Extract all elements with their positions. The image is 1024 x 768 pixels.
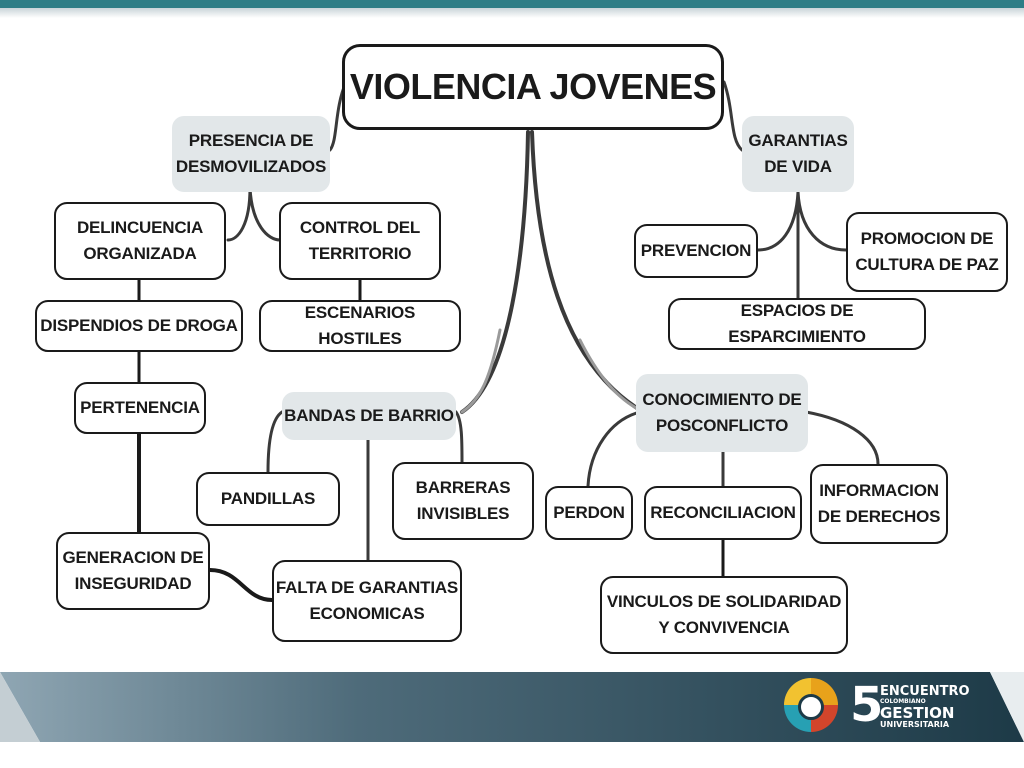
logo-number: 5 — [850, 677, 884, 733]
footer-gradient-shape — [0, 672, 1024, 742]
logo-line-2: COLOMBIANO — [880, 698, 926, 705]
node-label: INFORMACION DE DERECHOS — [817, 481, 941, 526]
connector-root-bandas-fade — [460, 328, 502, 414]
branch-presencia-de-desmovilizados: PRESENCIA DE DESMOVILIZADOS — [172, 116, 330, 192]
node-label: ESCENARIOS HOSTILES — [304, 303, 416, 348]
node-pertenencia: PERTENENCIA — [74, 382, 206, 434]
node-label: PERTENENCIA — [80, 398, 200, 417]
connector-generacion-falta — [208, 568, 274, 602]
node-generacion-de-inseguridad: GENERACION DE INSEGURIDAD — [56, 532, 210, 610]
connector-root-conocimiento-fade — [578, 338, 642, 412]
node-dispendios-de-droga: DISPENDIOS DE DROGA — [35, 300, 243, 352]
connector-garantias-prevencion — [756, 190, 800, 252]
connector-presencia-control — [248, 186, 282, 242]
node-label: ESPACIOS DE ESPARCIMIENTO — [728, 301, 866, 346]
node-label: CONTROL DEL TERRITORIO — [299, 218, 421, 263]
branch-label: PRESENCIA DE DESMOVILIZADOS — [175, 131, 327, 176]
branch-label: CONOCIMIENTO DE POSCONFLICTO — [642, 390, 802, 435]
node-control-del-territorio: CONTROL DEL TERRITORIO — [279, 202, 441, 280]
node-falta-de-garantias-economicas: FALTA DE GARANTIAS ECONOMICAS — [272, 560, 462, 642]
event-logo: 5 ENCUENTRO COLOMBIANO GESTION UNIVERSIT… — [784, 676, 984, 736]
node-vinculos-de-solidaridad: VINCULOS DE SOLIDARIDAD Y CONVIVENCIA — [600, 576, 848, 654]
connector-root-garantias — [722, 80, 744, 152]
node-espacios-de-esparcimiento: ESPACIOS DE ESPARCIMIENTO — [668, 298, 926, 350]
footer-band — [0, 672, 1024, 742]
node-label: DELINCUENCIA ORGANIZADA — [76, 218, 204, 263]
node-perdon: PERDON — [545, 486, 633, 540]
node-label: PREVENCION — [640, 241, 752, 260]
connector-root-conocimiento — [530, 130, 642, 412]
connector-root-bandas — [460, 130, 530, 414]
logo-line-3: GESTION — [880, 704, 955, 722]
node-label: GENERACION DE INSEGURIDAD — [62, 548, 204, 593]
node-informacion-de-derechos: INFORMACION DE DERECHOS — [810, 464, 948, 544]
top-accent-bar — [0, 0, 1024, 8]
node-label: FALTA DE GARANTIAS ECONOMICAS — [275, 578, 459, 623]
branch-label: GARANTIAS DE VIDA — [748, 131, 848, 176]
connector-garantias-promocion — [796, 190, 848, 252]
node-label: PROMOCION DE CULTURA DE PAZ — [855, 229, 999, 274]
logo-line-4: UNIVERSITARIA — [880, 720, 950, 729]
branch-conocimiento-de-posconflicto: CONOCIMIENTO DE POSCONFLICTO — [636, 374, 808, 452]
connector-bandas-barreras — [454, 410, 464, 464]
root-node-violencia-jovenes: VIOLENCIA JOVENES — [342, 44, 724, 130]
footer-left-tab — [0, 672, 40, 742]
branch-garantias-de-vida: GARANTIAS DE VIDA — [742, 116, 854, 192]
node-label: PANDILLAS — [220, 489, 316, 508]
node-label: DISPENDIOS DE DROGA — [40, 316, 238, 335]
node-prevencion: PREVENCION — [634, 224, 758, 278]
node-reconciliacion: RECONCILIACION — [644, 486, 802, 540]
node-promocion-de-cultura-de-paz: PROMOCION DE CULTURA DE PAZ — [846, 212, 1008, 292]
node-pandillas: PANDILLAS — [196, 472, 340, 526]
connector-presencia-delincuencia — [226, 186, 252, 242]
logo-line-1: ENCUENTRO — [880, 684, 970, 699]
node-label: PERDON — [553, 503, 625, 522]
logo-gear-icon — [784, 678, 838, 732]
node-escenarios-hostiles: ESCENARIOS HOSTILES — [259, 300, 461, 352]
node-label: RECONCILIACION — [650, 503, 796, 522]
node-label: BARRERAS INVISIBLES — [415, 478, 511, 523]
node-delincuencia-organizada: DELINCUENCIA ORGANIZADA — [54, 202, 226, 280]
connector-bandas-pandillas — [266, 410, 284, 474]
footer-right-tab — [990, 672, 1024, 742]
connector-conocimiento-perdon — [586, 410, 642, 488]
node-label: VINCULOS DE SOLIDARIDAD Y CONVIVENCIA — [606, 592, 842, 637]
branch-bandas-de-barrio: BANDAS DE BARRIO — [282, 392, 456, 440]
node-barreras-invisibles: BARRERAS INVISIBLES — [392, 462, 534, 540]
root-label: VIOLENCIA JOVENES — [349, 66, 717, 107]
connector-conocimiento-informacion — [804, 410, 880, 466]
branch-label: BANDAS DE BARRIO — [284, 406, 454, 425]
top-accent-shadow — [0, 8, 1024, 18]
